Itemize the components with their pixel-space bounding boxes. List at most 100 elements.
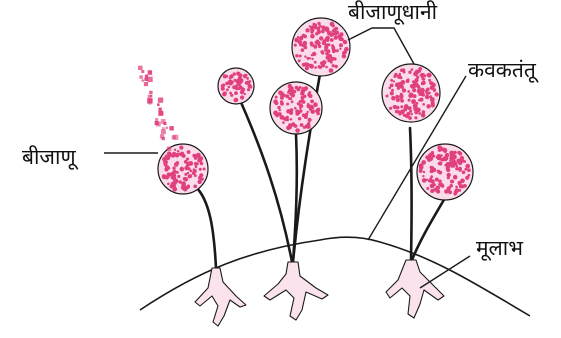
spore-dot [405,114,410,119]
spore-dot [432,168,436,172]
spore-dot [411,68,414,71]
spore-dot [310,43,314,47]
spore-dot [393,80,395,82]
spore-dot [318,45,321,48]
spore-dot [329,68,334,73]
spore-dot [427,73,432,78]
spore-dot [247,88,250,91]
spore-dot [449,184,453,188]
rhizoids [195,260,444,326]
spore-dot [226,88,229,91]
spore-dot [294,107,297,110]
spore-dot [449,160,451,162]
spore-dot [404,104,409,109]
spore-dot [335,65,338,68]
spore-dot [423,171,425,173]
spore-dot [326,49,329,52]
spore-dot [295,54,298,57]
spore-dot [443,156,447,160]
released-spore [155,118,158,121]
released-spore [149,91,152,94]
spore-dot [282,121,285,124]
rhizoid-3 [386,260,444,318]
spore-dot [401,85,404,88]
spore-dot [303,35,307,39]
spore-dot [169,153,173,157]
spore-dot [407,90,410,93]
spore-dot [330,38,334,42]
spore-dot [302,63,306,67]
spore-dot [342,54,346,58]
spore-dot [303,43,305,45]
spore-dot [277,106,280,109]
spore-dot [303,126,306,129]
spore-dot [309,107,312,110]
released-spore [172,135,176,139]
released-spores [138,66,178,151]
released-spore [156,122,161,127]
spore-dot [174,149,176,151]
spore-dot [273,99,278,104]
spore-dot [396,98,400,102]
spore-dot [463,184,467,188]
spore-dot [467,168,471,172]
spore-dot [306,124,311,129]
spore-dot [289,110,292,113]
spore-dot [458,167,462,171]
spore-dot [301,87,304,90]
spore-dot [295,128,300,133]
spore-dot [427,159,429,161]
spore-dot [275,96,278,99]
spore-dot [425,95,429,99]
spore-dot [222,92,226,96]
released-spore [148,95,151,98]
released-spore [138,66,142,70]
spore-dot [312,23,315,26]
spore-dot [230,94,233,97]
spore-dot [167,173,172,178]
spore-dot [195,166,198,169]
spore-dot [334,27,338,31]
spore-dot [426,187,429,190]
spore-dot [418,86,421,89]
spore-dot [435,178,439,182]
spore-dot [244,93,246,95]
spore-dot [309,94,313,98]
spore-dot [187,167,190,170]
released-spore [162,137,165,140]
spore-dot [408,99,411,102]
spore-dot [415,78,419,82]
spore-dot [407,78,410,81]
spore-dot [395,95,399,99]
spore-dot [416,83,419,86]
spore-dot [181,181,186,186]
spore-dot [231,81,234,84]
spore-dot [449,151,454,156]
spore-dot [430,86,435,91]
spore-dot [317,22,320,25]
spore-dot [334,36,338,40]
spore-dot [179,146,183,150]
spore-dot [436,189,440,193]
spore-dot [318,29,321,32]
released-spore [145,75,148,78]
spore-dot [286,103,289,106]
spore-dot [280,93,283,96]
spore-dot [170,176,173,179]
spore-dot [234,91,238,95]
spore-dot [438,171,441,174]
label-hypha: कवकतंतू [468,60,536,81]
spore-dot [299,103,303,107]
spore-dot [200,162,203,165]
spore-dot [311,54,314,57]
released-spore [163,122,166,125]
spore-dot [228,86,231,89]
spore-dot [291,100,294,103]
released-spore [147,77,152,82]
spore-dot [395,84,398,87]
rhizoid-1 [195,268,246,326]
spore-dot [444,164,447,167]
spore-dot [393,105,397,109]
spore-dot [412,80,415,83]
